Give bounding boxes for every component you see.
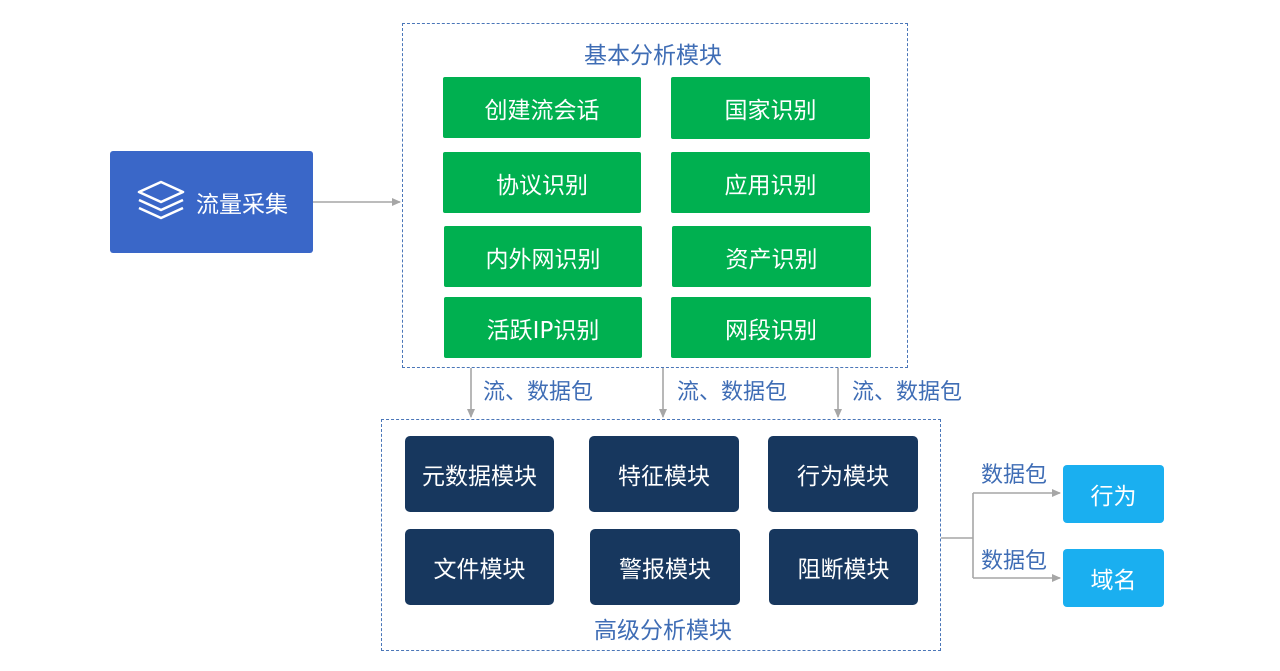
basic-item-asset-identification: 资产识别 xyxy=(672,226,871,287)
basic-item-create-flow-session: 创建流会话 xyxy=(443,77,641,138)
basic-item-internal-external-identification: 内外网识别 xyxy=(444,226,642,287)
basic-analysis-title: 基本分析模块 xyxy=(584,43,722,69)
advanced-analysis-frame xyxy=(381,419,941,651)
advanced-item-metadata: 元数据模块 xyxy=(405,436,554,512)
output-behavior-node: 行为 xyxy=(1063,465,1164,523)
basic-item-country-identification: 国家识别 xyxy=(671,77,870,139)
output-packet-label-1: 数据包 xyxy=(981,463,1048,488)
advanced-item-alert: 警报模块 xyxy=(590,529,740,605)
basic-item-protocol-identification: 协议识别 xyxy=(443,152,641,213)
output-packet-label-2: 数据包 xyxy=(981,549,1048,574)
basic-item-segment-identification: 网段识别 xyxy=(671,297,871,358)
advanced-item-behavior: 行为模块 xyxy=(768,436,918,512)
flow-label-3: 流、数据包 xyxy=(852,380,963,405)
advanced-item-block: 阻断模块 xyxy=(769,529,918,605)
flow-label-1: 流、数据包 xyxy=(483,380,594,405)
advanced-item-feature: 特征模块 xyxy=(589,436,739,512)
basic-analysis-frame xyxy=(402,23,908,368)
advanced-analysis-title: 高级分析模块 xyxy=(594,618,732,644)
traffic-collection-node: 流量采集 xyxy=(110,151,313,253)
flow-label-2: 流、数据包 xyxy=(677,380,788,405)
layers-icon xyxy=(136,179,186,225)
advanced-item-file: 文件模块 xyxy=(405,529,554,605)
output-domain-node: 域名 xyxy=(1063,549,1164,607)
traffic-collection-label: 流量采集 xyxy=(196,192,288,218)
basic-item-application-identification: 应用识别 xyxy=(671,152,870,213)
basic-item-active-ip-identification: 活跃IP识别 xyxy=(444,297,642,358)
